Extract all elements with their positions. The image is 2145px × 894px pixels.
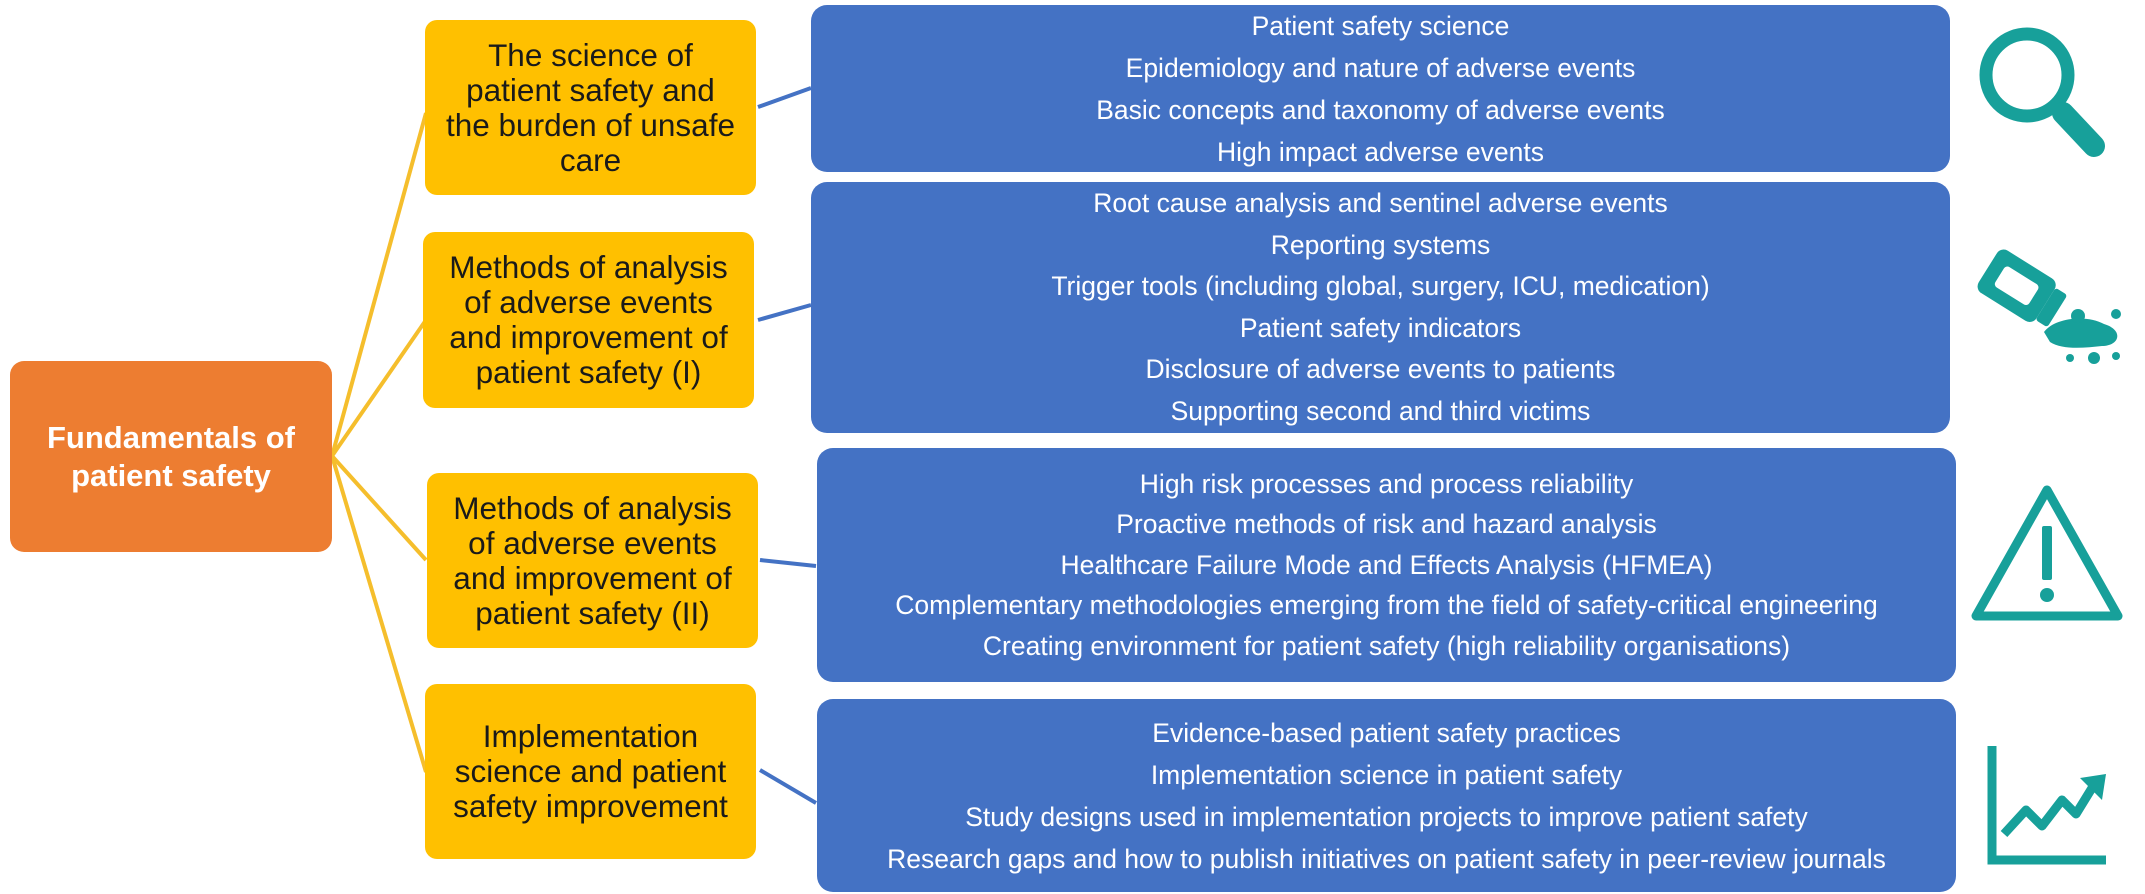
root-connector-4 xyxy=(330,455,428,773)
detail-item: Proactive methods of risk and hazard ana… xyxy=(1116,509,1657,540)
detail-connector-4 xyxy=(758,768,818,805)
root-node: Fundamentals of patient safety xyxy=(10,361,332,552)
detail-item: Patient safety science xyxy=(1251,10,1510,41)
detail-item: High risk processes and process reliabil… xyxy=(1139,468,1634,499)
root-connector-2 xyxy=(330,318,428,458)
root-connector-3 xyxy=(330,454,428,562)
detail-box-4: Evidence-based patient safety practices … xyxy=(817,699,1956,892)
category-node-1: The science of patient safety and the bu… xyxy=(425,20,756,195)
category-node-2: Methods of analysis of adverse events an… xyxy=(423,232,754,408)
detail-item: Implementation science in patient safety xyxy=(1150,759,1623,790)
detail-connector-2 xyxy=(757,303,812,322)
category-node-4: Implementation science and patient safet… xyxy=(425,684,756,859)
trend-chart-icon xyxy=(1987,746,2106,865)
category-node-3: Methods of analysis of adverse events an… xyxy=(427,473,758,648)
detail-item: Root cause analysis and sentinel adverse… xyxy=(1093,188,1668,218)
detail-connector-3 xyxy=(759,558,817,568)
magnifier-icon xyxy=(1979,27,2105,157)
detail-item: Supporting second and third victims xyxy=(1170,395,1591,426)
detail-item: Complementary methodologies emerging fro… xyxy=(895,590,1878,621)
detail-box-1: Patient safety science Epidemiology and … xyxy=(811,5,1950,172)
detail-item: Patient safety indicators xyxy=(1239,312,1522,343)
detail-item: Trigger tools (including global, surgery… xyxy=(1051,271,1710,301)
detail-item: Healthcare Failure Mode and Effects Anal… xyxy=(1060,549,1713,580)
detail-item: High impact adverse events xyxy=(1217,136,1544,167)
detail-item: Evidence-based patient safety practices xyxy=(1152,717,1621,748)
detail-item: Study designs used in implementation pro… xyxy=(965,801,1808,832)
detail-item: Basic concepts and taxonomy of adverse e… xyxy=(1096,94,1665,125)
detail-item: Reporting systems xyxy=(1270,229,1491,260)
detail-box-3: High risk processes and process reliabil… xyxy=(817,448,1956,682)
detail-item: Creating environment for patient safety … xyxy=(982,630,1791,661)
root-connector-1 xyxy=(330,112,428,457)
detail-item: Disclosure of adverse events to patients xyxy=(1145,354,1616,384)
warning-triangle-icon xyxy=(1971,485,2123,621)
detail-connector-1 xyxy=(757,86,812,109)
detail-item: Epidemiology and nature of adverse event… xyxy=(1125,52,1636,83)
spilled-pill-bottle-icon xyxy=(1977,249,2121,364)
detail-item: Research gaps and how to publish initiat… xyxy=(887,843,1886,874)
detail-box-2: Root cause analysis and sentinel adverse… xyxy=(811,182,1950,433)
